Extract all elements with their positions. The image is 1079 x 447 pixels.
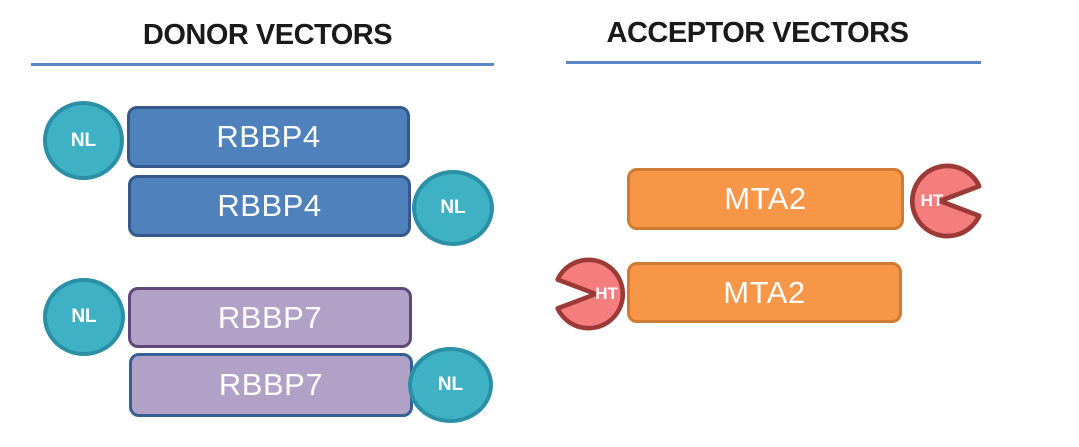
- nl-tag-label: NL: [71, 306, 97, 327]
- donor-construct-box: RBBP4: [127, 106, 410, 168]
- nl-tag-label: NL: [70, 129, 97, 151]
- ht-tag-label: HT: [920, 191, 944, 210]
- donor-construct-box: RBBP7: [128, 287, 412, 348]
- gene-label: RBBP7: [217, 299, 323, 335]
- donor-construct-box: RBBP4: [128, 175, 411, 237]
- acceptor-construct-box: MTA2: [627, 262, 902, 323]
- gene-label: MTA2: [723, 274, 806, 310]
- nl-tag-label: NL: [440, 197, 466, 218]
- acceptor-column-title: ACCEPTOR VECTORS: [606, 17, 909, 49]
- nl-tag-label: NL: [437, 374, 464, 395]
- donor-construct-box: RBBP7: [129, 353, 413, 417]
- acceptor-construct-box: MTA2: [627, 168, 904, 230]
- ht-tag-label: HT: [595, 284, 618, 303]
- nl-tag-circle: NL: [43, 101, 124, 180]
- pacman-right-icon: [910, 163, 982, 239]
- nl-tag-circle: NL: [412, 170, 494, 246]
- pacman-left-icon: [555, 257, 626, 331]
- donor-column-title: DONOR VECTORS: [142, 19, 393, 51]
- gene-label: RBBP4: [217, 188, 322, 223]
- gene-label: RBBP7: [218, 367, 324, 402]
- ht-tag-pacman: HT: [907, 162, 987, 240]
- donor-title-underline: [31, 63, 494, 66]
- gene-label: MTA2: [724, 181, 807, 216]
- acceptor-title-underline: [566, 61, 981, 64]
- ht-tag-pacman: HT: [551, 256, 627, 332]
- nl-tag-circle: NL: [408, 347, 493, 423]
- gene-label: RBBP4: [216, 119, 321, 154]
- nl-tag-circle: NL: [43, 278, 125, 356]
